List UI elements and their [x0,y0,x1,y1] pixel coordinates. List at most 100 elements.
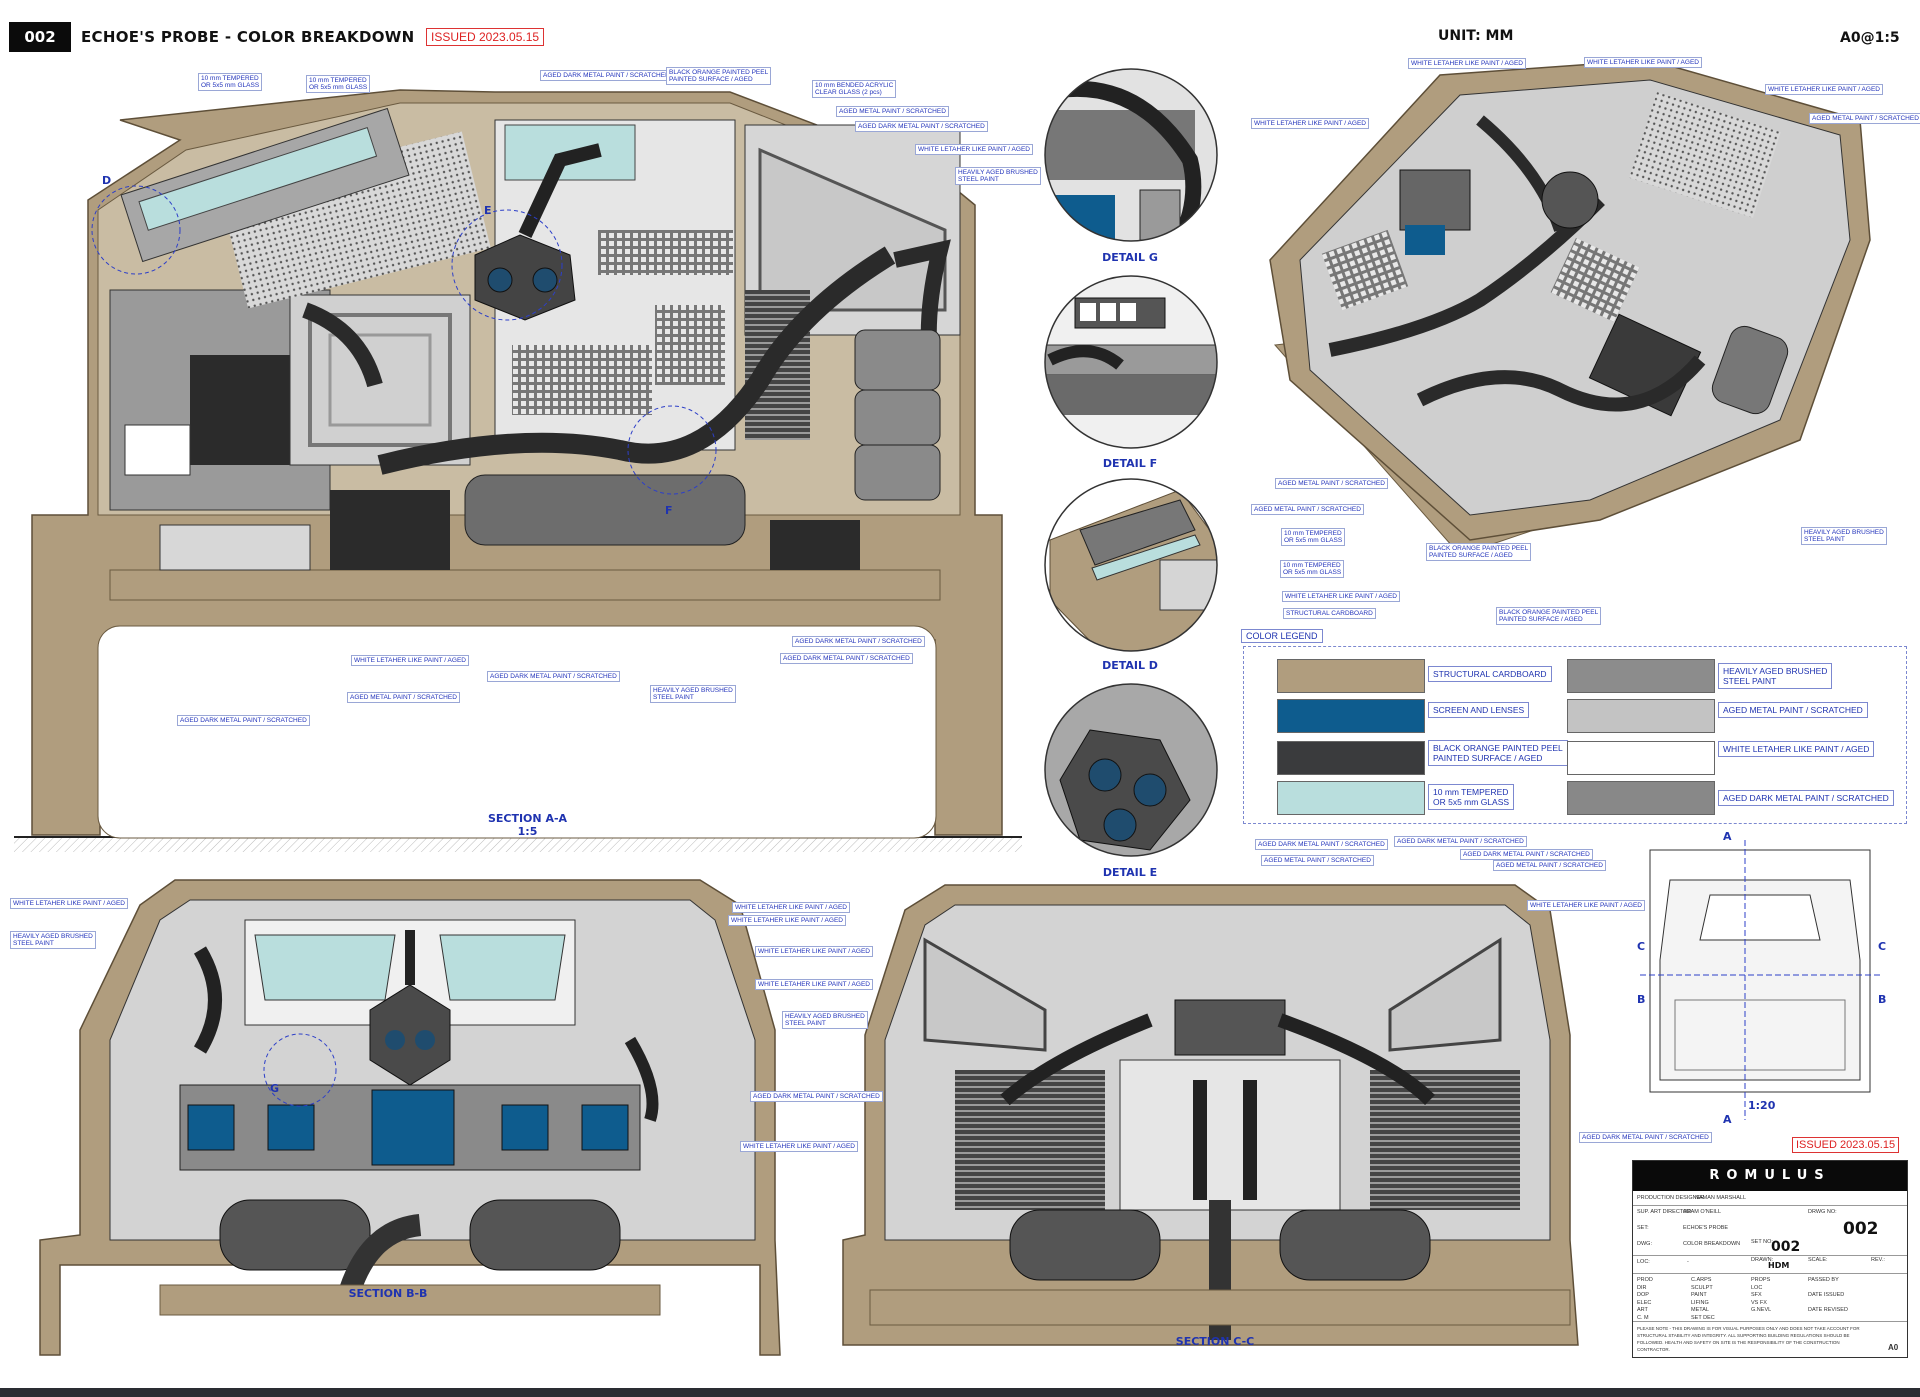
bottom-photo-strip [0,1388,1920,1397]
detail-marker-e: E [484,204,492,217]
credit-cell: C.ARPS [1691,1277,1712,1283]
callout-label: AGED METAL PAINT / SCRATCHED [1251,504,1364,515]
section-b-b-drawing [39,879,781,1356]
credit-cell: PROPS [1751,1277,1771,1283]
legend-label: HEAVILY AGED BRUSHED STEEL PAINT [1718,663,1833,689]
section-c-c-title: SECTION C-C [1175,1335,1255,1348]
legend-label: AGED DARK METAL PAINT / SCRATCHED [1718,790,1894,806]
callout-label: AGED DARK METAL PAINT / SCRATCHED [540,70,673,81]
legend-swatch [1277,659,1425,693]
callout-label: HEAVILY AGED BRUSHED STEEL PAINT [955,167,1041,185]
callout-label: 10 mm TEMPERED OR 5x5 mm GLASS [1281,528,1346,546]
rev-label: REV.: [1871,1257,1885,1263]
credit-cell: ELEC [1637,1299,1652,1306]
callout-label: AGED DARK METAL PAINT / SCRATCHED [1394,836,1527,847]
issued-stamp: ISSUED 2023.05.15 [426,28,545,46]
legend-swatch [1567,659,1715,693]
detail-marker-g: G [270,1082,280,1095]
callout-label: WHITE LETAHER LIKE PAINT / AGED [1527,900,1645,911]
credit-cell: SET DEC [1691,1314,1715,1321]
section-marker-a-top: A [1723,830,1732,843]
detail-f-title: DETAIL F [1102,457,1158,470]
section-c-c-drawing [842,884,1579,1346]
section-a-a-label: SECTION A-A [487,812,568,825]
legend-label: 10 mm TEMPERED OR 5x5 mm GLASS [1428,784,1515,810]
color-legend-title: COLOR LEGEND [1241,629,1323,643]
color-legend [1243,646,1907,824]
credit-cell: METAL [1691,1307,1709,1313]
legend-label: WHITE LETAHER LIKE PAINT / AGED [1718,741,1875,757]
section-marker-c-right: C [1878,940,1887,953]
callout-label: AGED DARK METAL PAINT / SCRATCHED [1579,1132,1712,1143]
section-marker-c-left: C [1637,940,1646,953]
legend-label: AGED METAL PAINT / SCRATCHED [1718,702,1868,718]
credit-cell: VS FX [1751,1299,1767,1306]
callout-label: BLACK ORANGE PAINTED PEEL PAINTED SURFAC… [1496,607,1602,625]
dwg-no-value: 002 [1843,1219,1879,1239]
plan-view-drawing [1640,840,1880,1120]
credit-cell: ART [1637,1307,1648,1313]
project-name: ROMULUS [1633,1161,1907,1191]
drawn-label: DRAWN: [1751,1257,1774,1263]
callout-label: WHITE LETAHER LIKE PAINT / AGED [740,1141,858,1152]
callout-label: AGED DARK METAL PAINT / SCRATCHED [780,653,913,664]
dwg-label: DWG: [1637,1241,1652,1247]
callout-label: HEAVILY AGED BRUSHED STEEL PAINT [1801,527,1887,545]
set-no-value: 002 [1771,1239,1801,1255]
callout-label: HEAVILY AGED BRUSHED STEEL PAINT [650,685,736,703]
legend-swatch [1277,741,1425,775]
set-no-label: SET NO: [1751,1239,1773,1245]
title-block: ROMULUS PRODUCTION DESIGNER NAMAN MARSHA… [1632,1160,1908,1358]
detail-e-drawing [1045,684,1217,856]
legend-swatch [1567,781,1715,815]
detail-g-title: DETAIL G [1102,251,1158,264]
isometric-view-drawing [1269,59,1871,556]
legend-swatch [1277,699,1425,733]
legend-swatch [1567,699,1715,733]
legend-swatch [1277,781,1425,815]
callout-label: 10 mm TEMPERED OR 5x5 mm GLASS [1280,560,1345,578]
callout-label: WHITE LETAHER LIKE PAINT / AGED [755,946,873,957]
callout-label: AGED DARK METAL PAINT / SCRATCHED [750,1091,883,1102]
callout-label: AGED DARK METAL PAINT / SCRATCHED [855,121,988,132]
set-label: SET: [1637,1225,1649,1231]
detail-f-drawing [1045,276,1217,448]
callout-label: 10 mm BENDED ACRYLIC CLEAR GLASS (2 pcs) [812,80,897,98]
credit-cell: DOP [1637,1292,1649,1298]
unit-label: UNIT: MM [1438,28,1514,44]
sup-art-value: ADAM O'NEILL [1683,1209,1722,1215]
callout-label: STRUCTURAL CARDBOARD [1283,608,1376,619]
legend-swatch [1567,741,1715,775]
callout-label: AGED METAL PAINT / SCRATCHED [1809,113,1920,124]
callout-label: WHITE LETAHER LIKE PAINT / AGED [1408,58,1526,69]
callout-label: AGED DARK METAL PAINT / SCRATCHED [1460,849,1593,860]
detail-marker-f: F [665,504,673,517]
callout-label: WHITE LETAHER LIKE PAINT / AGED [728,915,846,926]
credit-cell: PROD [1637,1277,1653,1283]
callout-label: BLACK ORANGE PAINTED PEEL PAINTED SURFAC… [666,67,772,85]
detail-d-title: DETAIL D [1102,659,1158,672]
callout-label: 10 mm TEMPERED OR 5x5 mm GLASS [198,73,263,91]
callout-label: WHITE LETAHER LIKE PAINT / AGED [1765,84,1883,95]
callout-label: WHITE LETAHER LIKE PAINT / AGED [351,655,469,666]
detail-d-drawing [1045,479,1217,651]
callout-label: AGED METAL PAINT / SCRATCHED [836,106,949,117]
callout-label: AGED DARK METAL PAINT / SCRATCHED [1255,839,1388,850]
loc-value: - [1687,1259,1689,1265]
callout-label: AGED METAL PAINT / SCRATCHED [347,692,460,703]
section-marker-a-bottom: A [1723,1113,1732,1126]
section-marker-b-left: B [1637,993,1646,1006]
prod-designer-value: NAMAN MARSHALL [1695,1195,1747,1201]
section-a-a-title: SECTION A-A 1:5 [480,812,575,838]
sheet-title: ECHOE'S PROBE - COLOR BREAKDOWN [81,28,415,46]
disclaimer-note: PLEASE NOTE - THIS DRAWING IS FOR VISUAL… [1637,1326,1860,1352]
callout-label: WHITE LETAHER LIKE PAINT / AGED [1251,118,1369,129]
legend-label: SCREEN AND LENSES [1428,702,1530,718]
credit-cell: C. M [1637,1314,1649,1321]
callout-label: AGED DARK METAL PAINT / SCRATCHED [487,671,620,682]
drawing-number-badge: 002 [9,22,71,52]
detail-e-title: DETAIL E [1102,866,1158,879]
callout-label: WHITE LETAHER LIKE PAINT / AGED [755,979,873,990]
